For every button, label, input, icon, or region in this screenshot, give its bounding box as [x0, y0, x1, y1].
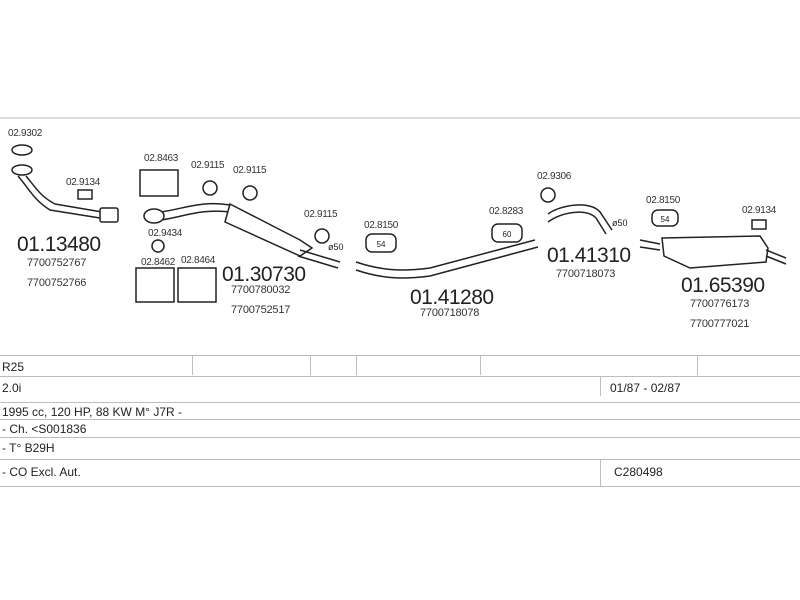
hanger-8150b-icon [651, 209, 679, 227]
table-divider [480, 355, 481, 375]
table-divider [356, 355, 357, 375]
table-divider [0, 402, 800, 403]
clamp-9115a-icon [202, 180, 218, 196]
gearbox: - T° B29H [2, 441, 55, 455]
vehicle-model: R25 [2, 360, 25, 374]
front-pipe-drawing [11, 144, 119, 223]
accessory-label[interactable]: 02.9115 [233, 165, 267, 176]
table-divider [0, 355, 800, 356]
accessory-label[interactable]: 02.8150 [646, 195, 681, 206]
oem-number: 7700752767 [27, 257, 87, 269]
table-divider [0, 459, 800, 460]
catalog-code: C280498 [614, 465, 663, 479]
accessory-label[interactable]: 02.9115 [304, 209, 338, 220]
rear-silencer-drawing [639, 209, 787, 269]
accessory-label[interactable]: 02.9306 [537, 171, 572, 182]
accessory-label[interactable]: 02.8463 [144, 153, 179, 164]
table-divider [600, 459, 601, 487]
accessory-label[interactable]: 02.8150 [364, 220, 399, 231]
table-divider [0, 486, 800, 487]
engine: 2.0i [2, 381, 22, 395]
clamp-9134-icon [77, 189, 93, 200]
clamp-9134b-icon [751, 219, 767, 230]
hanger-8150a-number: 54 [377, 240, 386, 249]
oem-number: 7700718078 [420, 307, 480, 319]
diameter-label: ø50 [612, 218, 628, 228]
gasket-9302-icon [11, 144, 33, 156]
accessory-label[interactable]: 02.9134 [742, 205, 777, 216]
part-number[interactable]: 01.41310 [547, 244, 631, 267]
oem-number: 7700780032 [231, 284, 291, 296]
table-divider [600, 376, 601, 396]
part-number[interactable]: 01.41280 [410, 286, 494, 309]
chassis-restriction: - Ch. <S001836 [2, 422, 87, 436]
accessory-label[interactable]: 02.9434 [148, 228, 183, 239]
production-period: 01/87 - 02/87 [610, 381, 681, 395]
part-number[interactable]: 01.65390 [681, 274, 765, 297]
diameter-label: ø50 [328, 242, 344, 252]
mounting-kit-8462-icon [135, 267, 175, 303]
mounting-kit-8463-icon [139, 169, 179, 197]
part-number[interactable]: 01.13480 [17, 233, 101, 256]
oem-number: 7700718073 [556, 268, 616, 280]
table-divider [697, 355, 698, 375]
accessory-label[interactable]: 02.8462 [141, 257, 176, 268]
table-divider [0, 376, 800, 377]
accessory-label[interactable]: 02.8464 [181, 255, 216, 266]
engine-spec: 1995 cc, 120 HP, 88 KW M° J7R - [2, 405, 182, 419]
hanger-8283-number: 60 [503, 230, 512, 239]
table-divider [0, 437, 800, 438]
mounting-kit-8464-icon [177, 267, 217, 303]
gasket-9434-icon [151, 239, 165, 253]
accessory-label[interactable]: 02.8283 [489, 206, 524, 217]
table-divider [192, 355, 193, 375]
accessory-label[interactable]: 02.9134 [66, 177, 101, 188]
hanger-8150a-icon [365, 233, 397, 253]
co-note: - CO Excl. Aut. [2, 465, 81, 479]
hanger-8283-icon [491, 223, 523, 243]
oem-number: 7700777021 [690, 318, 750, 330]
intermediate-pipe-drawing [355, 223, 539, 279]
oem-number: 7700752517 [231, 304, 291, 316]
clamp-9115c-icon [314, 228, 330, 244]
accessory-label[interactable]: 02.9302 [8, 128, 43, 139]
connector-pipe-drawing [540, 187, 613, 235]
clamp-9115b-icon [242, 185, 258, 201]
oem-number: 7700752766 [27, 277, 87, 289]
oem-number: 7700776173 [690, 298, 750, 310]
table-divider [310, 355, 311, 375]
part-number[interactable]: 01.30730 [222, 263, 306, 286]
hanger-8150b-number: 54 [661, 215, 670, 224]
table-divider [0, 419, 800, 420]
middle-silencer-drawing [135, 169, 341, 303]
accessory-label[interactable]: 02.9115 [191, 160, 225, 171]
clamp-9306-icon [540, 187, 556, 203]
